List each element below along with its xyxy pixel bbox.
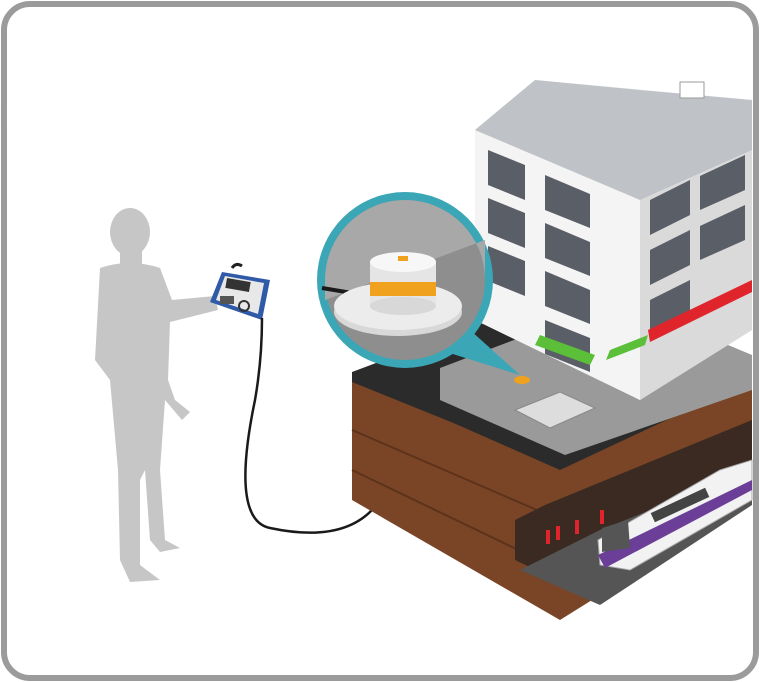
person-silhouette — [95, 208, 218, 582]
rooftop-ac-unit — [679, 81, 705, 99]
green-awning — [535, 335, 595, 365]
magnifier-callout — [317, 192, 520, 375]
vibration-meter-device — [210, 262, 270, 320]
sensor-icon — [334, 252, 462, 336]
sensor-on-ground — [514, 376, 530, 384]
subway-entrance — [513, 391, 597, 429]
subway-train — [597, 459, 753, 571]
building — [475, 80, 752, 429]
red-awning — [648, 280, 752, 342]
subway-tunnel — [515, 420, 753, 605]
